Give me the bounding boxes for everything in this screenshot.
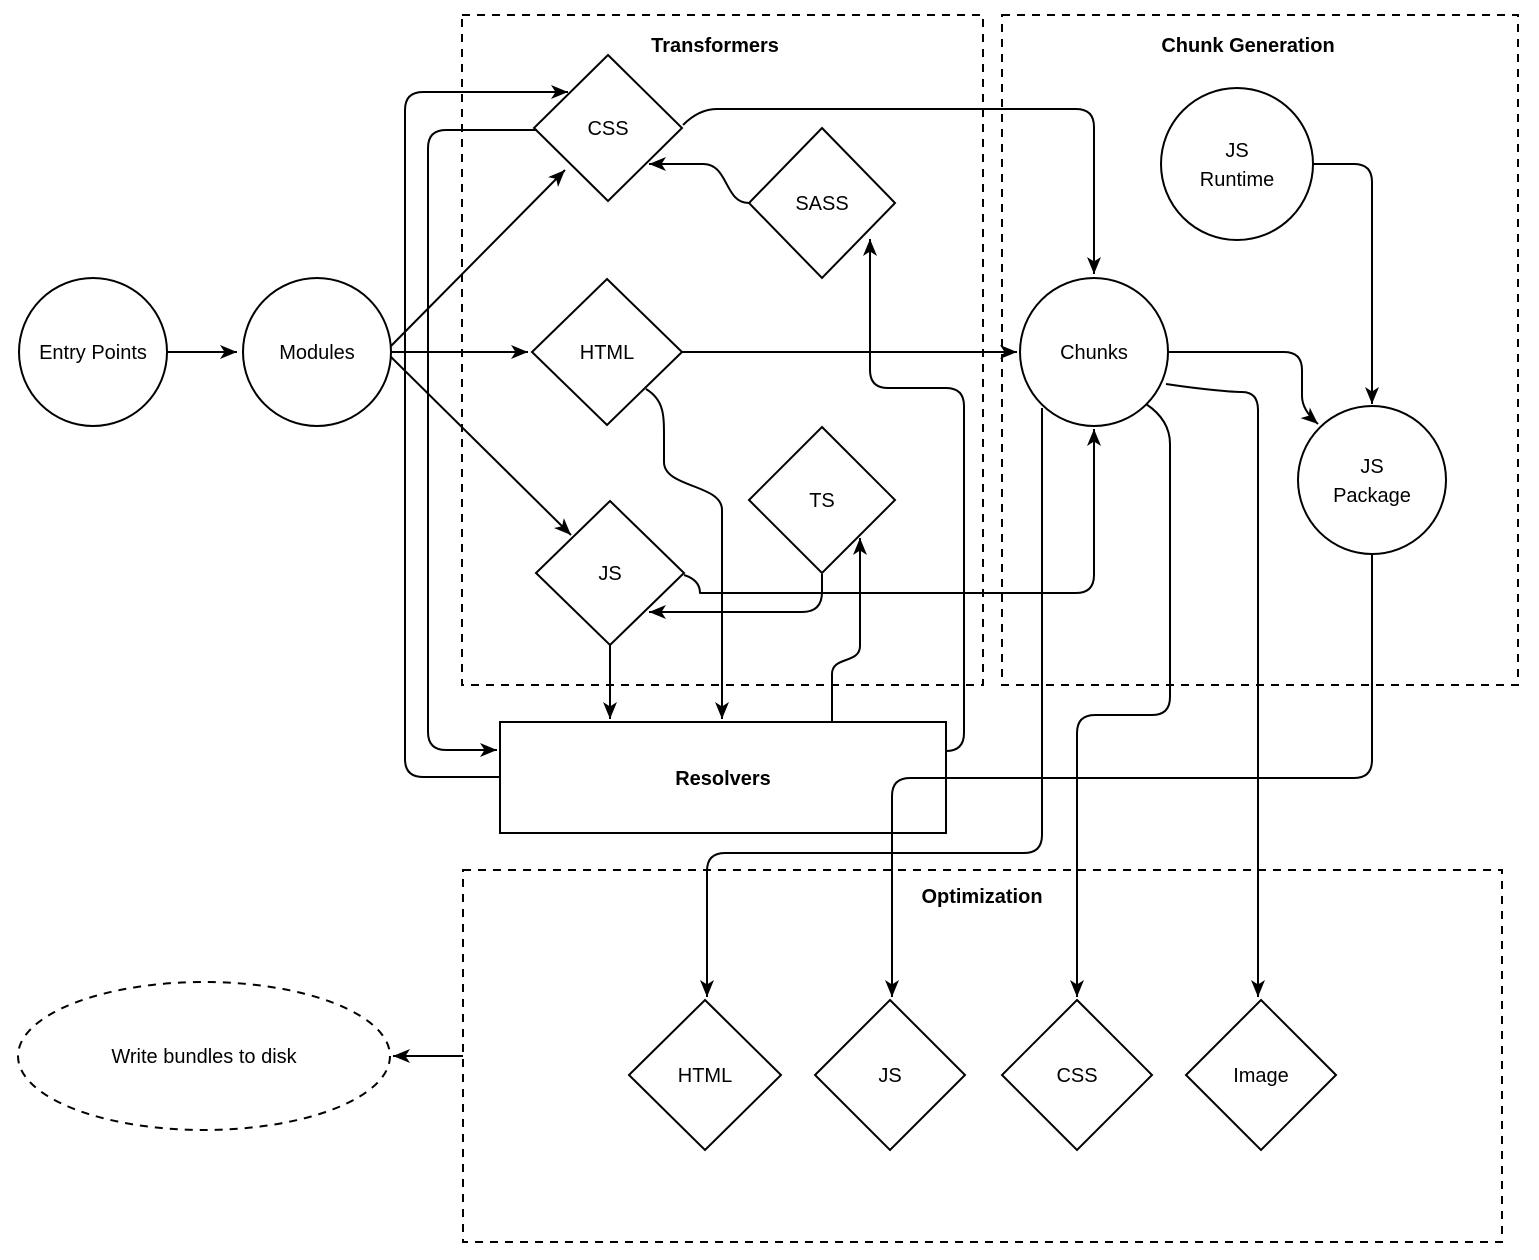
optimizer-html-label: HTML xyxy=(678,1065,732,1087)
write-bundles-ellipse xyxy=(17,981,391,1131)
edge-modules-to-transformer-js xyxy=(390,356,572,536)
optimizer-css-diamond xyxy=(1000,998,1154,1152)
edge-chunks-to-optimizer-image xyxy=(1165,383,1265,997)
optimizer-image-label: Image xyxy=(1233,1065,1289,1087)
transformer-ts-label: TS xyxy=(809,490,835,512)
transformer-js-label: JS xyxy=(598,563,621,585)
node-transformer-ts: TS xyxy=(747,425,897,575)
js-package-label-line2: Package xyxy=(1333,485,1411,507)
edge-js-runtime-to-js-package xyxy=(1313,163,1379,404)
node-js-package: JS Package xyxy=(1297,405,1447,555)
edge-transformer-html-to-resolvers xyxy=(645,388,729,719)
js-package-circle xyxy=(1297,405,1447,555)
edge-transformer-css-to-resolvers xyxy=(427,129,537,757)
chunks-label: Chunks xyxy=(1060,342,1128,364)
group-transformers: Transformers xyxy=(461,14,984,686)
edge-modules-to-transformer-css xyxy=(390,169,566,347)
node-chunks: Chunks xyxy=(1019,277,1169,427)
optimization-title: Optimization xyxy=(921,886,1042,908)
node-transformer-sass: SASS xyxy=(747,126,897,280)
transformer-css-diamond xyxy=(532,53,684,203)
group-optimization: Optimization xyxy=(462,869,1503,1243)
group-chunk-generation: Chunk Generation xyxy=(1001,14,1519,686)
resolvers-label: Resolvers xyxy=(675,768,771,790)
node-optimizer-html: HTML xyxy=(627,998,783,1152)
transformers-title: Transformers xyxy=(651,35,779,57)
edge-resolvers-to-transformer-sass xyxy=(863,239,965,752)
edge-chunks-to-js-package xyxy=(1168,351,1319,425)
node-transformer-css: CSS xyxy=(532,53,684,203)
transformer-ts-diamond xyxy=(747,425,897,575)
transformer-css-label: CSS xyxy=(587,118,628,140)
js-runtime-label-line1: JS xyxy=(1225,140,1248,162)
write-bundles-label: Write bundles to disk xyxy=(111,1046,297,1068)
chunk-generation-box xyxy=(1001,14,1519,686)
transformer-html-label: HTML xyxy=(580,342,634,364)
entry-points-label: Entry Points xyxy=(39,342,147,364)
node-optimizer-css: CSS xyxy=(1000,998,1154,1152)
node-entry-points: Entry Points xyxy=(18,277,168,427)
transformer-html-diamond xyxy=(530,277,684,427)
edge-chunks-to-optimizer-css xyxy=(1070,403,1171,997)
edge-transformer-js-to-chunks xyxy=(683,429,1101,594)
js-runtime-label-line2: Runtime xyxy=(1200,169,1274,191)
optimizer-js-label: JS xyxy=(878,1065,901,1087)
modules-circle xyxy=(242,277,392,427)
node-modules: Modules xyxy=(242,277,392,427)
transformers-box xyxy=(461,14,984,686)
optimization-box xyxy=(462,869,1503,1243)
transformer-sass-label: SASS xyxy=(795,193,848,215)
edge-transformer-css-to-chunks xyxy=(682,108,1101,274)
js-package-label-line1: JS xyxy=(1360,456,1383,478)
edge-chunks-to-optimizer-html xyxy=(700,408,1043,997)
js-runtime-circle xyxy=(1160,87,1314,241)
node-transformer-html: HTML xyxy=(530,277,684,427)
edge-js-package-to-optimizer-js xyxy=(885,554,1373,997)
node-optimizer-image: Image xyxy=(1184,998,1338,1152)
node-optimizer-js: JS xyxy=(813,998,967,1152)
node-js-runtime: JS Runtime xyxy=(1160,87,1314,241)
edge-transformer-sass-to-transformer-css xyxy=(649,157,750,204)
optimizer-html-diamond xyxy=(627,998,783,1152)
node-resolvers: Resolvers xyxy=(499,721,947,834)
optimizer-css-label: CSS xyxy=(1056,1065,1097,1087)
node-write-bundles: Write bundles to disk xyxy=(17,981,391,1131)
edge-resolvers-to-transformer-ts xyxy=(831,538,867,722)
chunk-generation-title: Chunk Generation xyxy=(1161,35,1334,57)
modules-label: Modules xyxy=(279,342,355,364)
edge-resolvers-to-transformer-css xyxy=(404,85,568,778)
resolvers-rect xyxy=(499,721,947,834)
optimizer-js-diamond xyxy=(813,998,967,1152)
optimizer-image-diamond xyxy=(1184,998,1338,1152)
transformer-sass-diamond xyxy=(747,126,897,280)
